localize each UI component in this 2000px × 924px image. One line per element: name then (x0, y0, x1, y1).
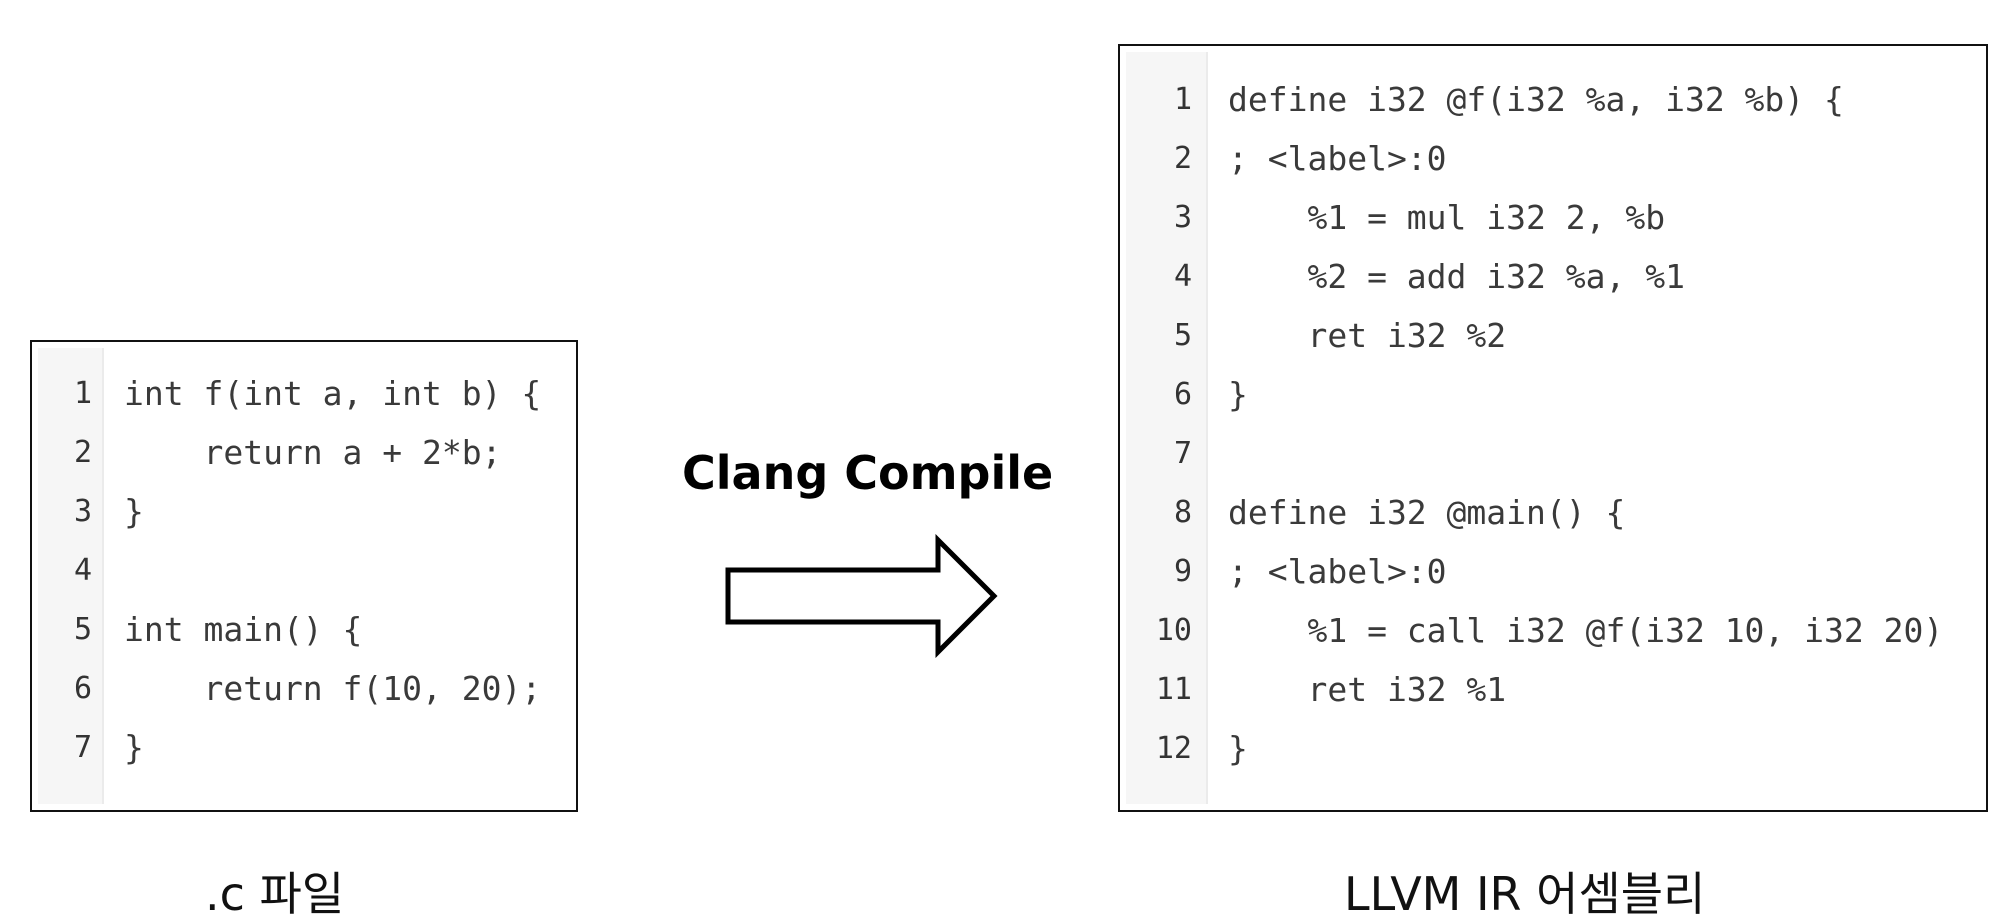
line-number: 8 (1173, 495, 1192, 530)
line-number: 5 (73, 612, 92, 647)
line-number: 6 (1173, 377, 1192, 412)
line-number-gutter: 1 2 3 4 5 6 7 8 9 10 11 12 (1126, 52, 1208, 804)
line-number: 4 (1173, 259, 1192, 294)
code-area: define i32 @f(i32 %a, i32 %b) { ; <label… (1210, 52, 1980, 804)
code-line: ret i32 %2 (1228, 316, 1507, 355)
code-line: int main() { (124, 610, 363, 649)
code-line: define i32 @f(i32 %a, i32 %b) { (1228, 80, 1844, 119)
code-line: ; <label>:0 (1228, 552, 1447, 591)
line-number: 3 (73, 494, 92, 529)
code-line: define i32 @main() { (1228, 493, 1626, 532)
c-file-caption: .c 파일 (205, 867, 345, 921)
code-line: } (1228, 729, 1248, 768)
code-line: } (124, 728, 144, 767)
llvm-ir-panel: 1 2 3 4 5 6 7 8 9 10 11 12 define i32 @f… (1118, 44, 1988, 812)
line-number: 7 (73, 730, 92, 765)
line-number: 10 (1155, 613, 1192, 648)
line-number: 2 (1173, 141, 1192, 176)
code-line: %1 = call i32 @f(i32 10, i32 20) (1228, 611, 1944, 650)
line-number: 4 (73, 553, 92, 588)
code-line: ret i32 %1 (1228, 670, 1507, 709)
code-line: %1 = mul i32 2, %b (1228, 198, 1666, 237)
code-line: int f(int a, int b) { (124, 374, 542, 413)
code-line: } (1228, 375, 1248, 414)
line-number: 7 (1173, 436, 1192, 471)
line-number: 6 (73, 671, 92, 706)
c-source-panel: 1 2 3 4 5 6 7 int f(int a, int b) { retu… (30, 340, 578, 812)
line-number: 9 (1173, 554, 1192, 589)
line-number: 3 (1173, 200, 1192, 235)
compile-label: Clang Compile (682, 446, 1054, 500)
line-number-gutter: 1 2 3 4 5 6 7 (38, 348, 104, 804)
line-number: 12 (1155, 731, 1192, 766)
code-line: return f(10, 20); (124, 669, 542, 708)
code-line: } (124, 492, 144, 531)
llvm-ir-caption: LLVM IR 어셈블리 (1344, 867, 1706, 921)
code-area: int f(int a, int b) { return a + 2*b; } … (106, 348, 570, 804)
code-line: ; <label>:0 (1228, 139, 1447, 178)
right-arrow-icon (725, 534, 998, 658)
line-number: 1 (1173, 82, 1192, 117)
line-number: 2 (73, 435, 92, 470)
line-number: 11 (1155, 672, 1192, 707)
line-number: 1 (73, 376, 92, 411)
line-number: 5 (1173, 318, 1192, 353)
code-line: %2 = add i32 %a, %1 (1228, 257, 1685, 296)
code-line: return a + 2*b; (124, 433, 502, 472)
